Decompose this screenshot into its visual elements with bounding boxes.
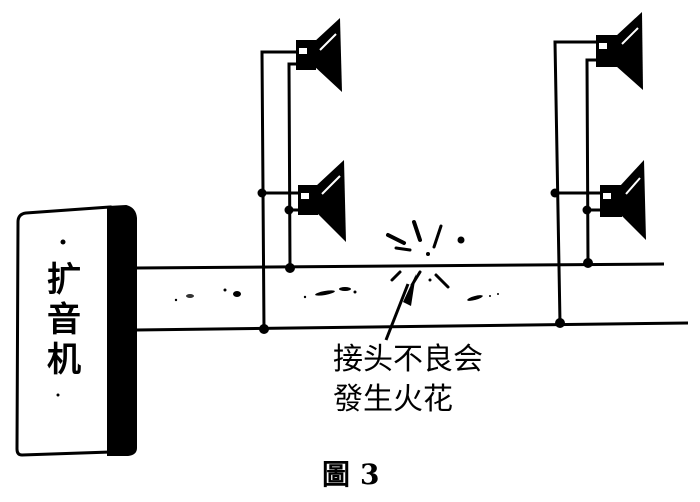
speaker-icon [600,160,646,240]
figure-caption: 圖 3 [322,458,379,491]
lower-bus-wire [135,321,689,332]
speaker-icon [596,12,643,90]
annotation-line-1: 接头不良会 [333,342,483,377]
speaker-group-right [550,12,646,328]
speaker-icon [298,160,346,242]
caption-number: 3 [360,458,379,491]
pointer-arrow [384,274,416,341]
wire-shading [174,287,499,302]
upper-bus-wire [135,262,665,270]
annotation-line-2: 發生火花 [333,382,453,417]
speaker-icon [296,18,342,92]
caption-figure-char: 圖 [322,458,350,491]
amplifier-label-char-2: 音 [47,300,81,340]
bus-wires [135,262,689,332]
spark-icon [386,220,465,289]
amplifier-label-char-3: 机 [47,340,81,380]
amplifier-label-char-1: 扩 [47,260,81,300]
amplifier: 扩 音 机 [15,204,137,457]
speaker-group-left [257,18,346,334]
